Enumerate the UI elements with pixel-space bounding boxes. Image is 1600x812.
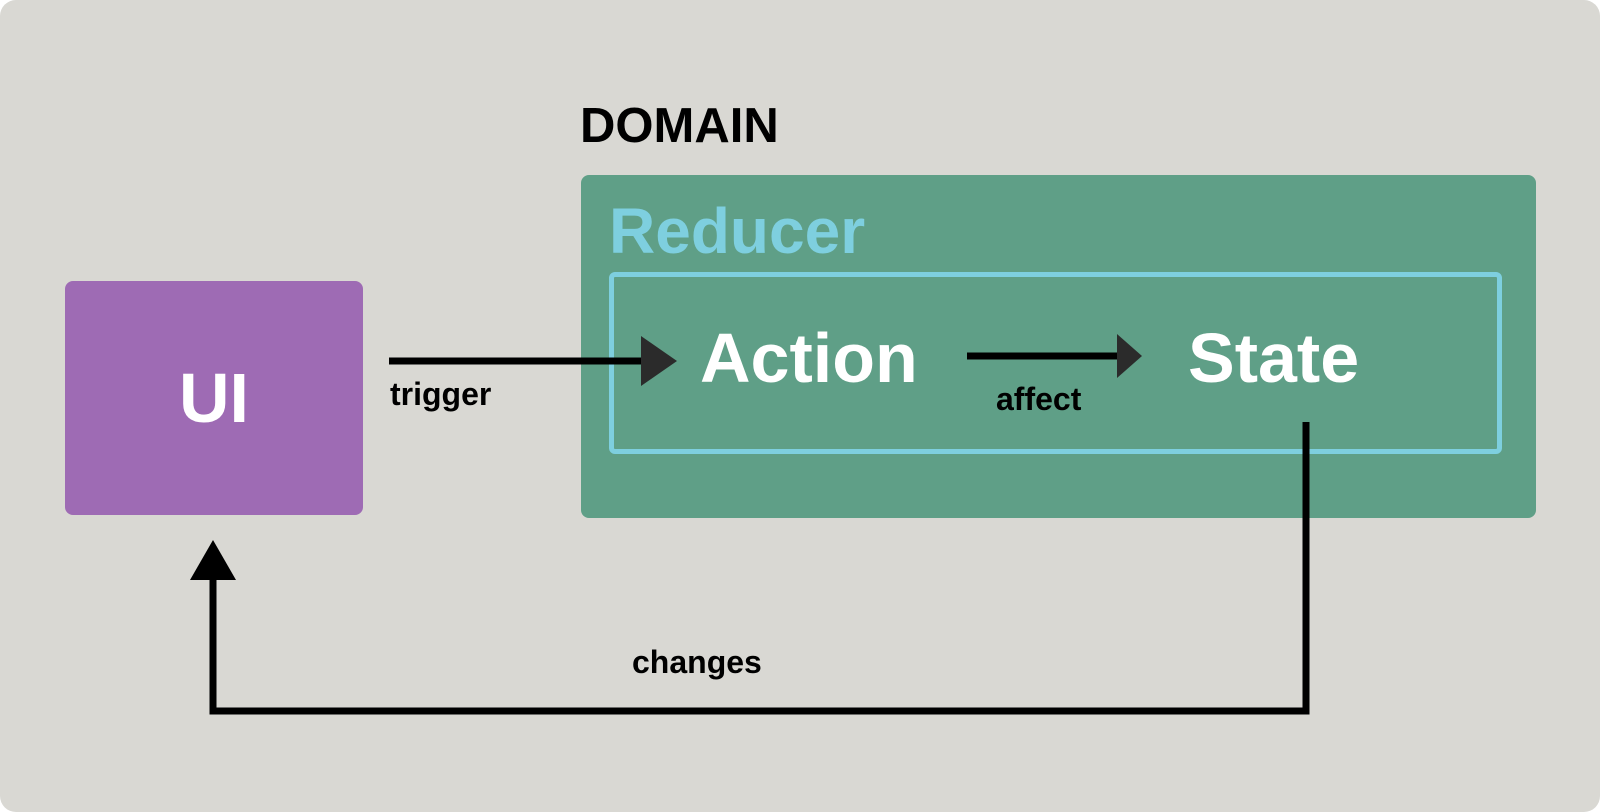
ui-node-box: UI [65,281,363,515]
domain-title: DOMAIN [580,99,779,153]
affect-edge-label: affect [996,381,1082,417]
changes-edge-label: changes [632,644,762,680]
ui-node-label: UI [179,359,249,437]
trigger-edge-label: trigger [390,376,492,412]
reducer-label: Reducer [609,195,866,267]
domain-box [581,175,1536,518]
trigger-arrow [389,336,677,386]
state-node-label: State [1188,319,1360,397]
affect-arrow [967,334,1142,378]
changes-arrow [190,422,1310,715]
action-node-label: Action [700,319,918,397]
